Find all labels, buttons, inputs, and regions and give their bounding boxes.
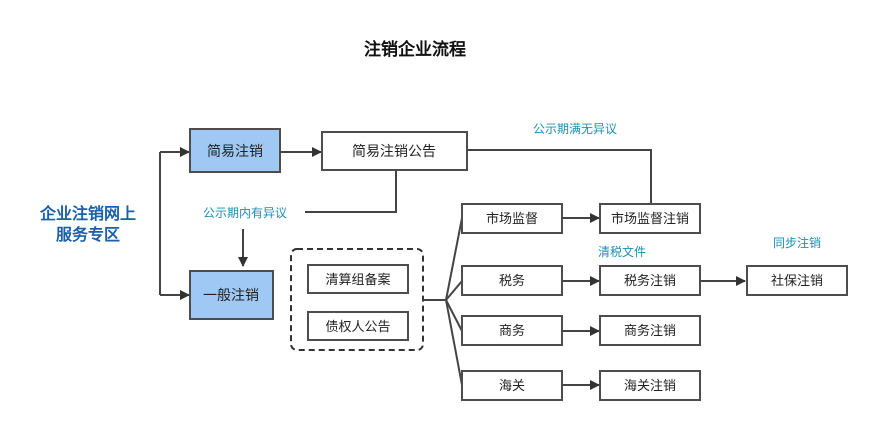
diagram-title: 注销企业流程 [364,39,466,60]
fan-out-lines [423,217,463,386]
liquidation-box [307,264,409,294]
commerce-cancel-label: 商务注销 [624,323,676,339]
market-box [461,203,563,234]
social-cancel-label: 社保注销 [771,273,823,289]
customs-cancel-box [599,370,701,401]
objection-line [305,170,397,213]
liquidation-label: 清算组备案 [325,272,390,288]
commerce-label: 商务 [499,323,525,339]
no-objection-line [467,149,652,204]
general-cancel-label: 一般注销 [203,288,259,304]
market-cancel-label: 市场监督注销 [611,211,689,227]
general-cancel-box [189,270,274,320]
entry-connectors [159,147,190,300]
sync-cancel-note: 同步注销 [773,235,821,250]
simple-cancel-box [189,128,281,173]
entry-label-line2: 服务专区 [56,225,120,244]
objection-note: 公示期内有异议 [203,206,287,220]
department-arrows [562,213,600,390]
commerce-cancel-box [599,315,701,346]
entry-label-line1: 企业注销网上 [39,204,136,223]
customs-cancel-label: 海关注销 [624,379,676,394]
customs-label: 海关 [499,379,525,394]
social-cancel-box [746,265,848,296]
simple-notice-box [321,131,468,171]
no-objection-note: 公示期满无异议 [533,122,617,136]
market-label: 市场监督 [486,211,538,227]
customs-box [461,370,563,401]
tax-docs-note: 清税文件 [598,244,646,259]
creditor-notice-box [307,311,409,341]
creditor-notice-label: 债权人公告 [325,319,390,335]
market-cancel-box [599,203,701,234]
tax-box [461,265,563,296]
simple-notice-label: 简易注销公告 [352,143,436,160]
tax-cancel-box [599,265,701,296]
tax-cancel-label: 税务注销 [624,273,676,289]
tax-label: 税务 [499,273,525,289]
simple-cancel-label: 简易注销 [207,143,263,160]
